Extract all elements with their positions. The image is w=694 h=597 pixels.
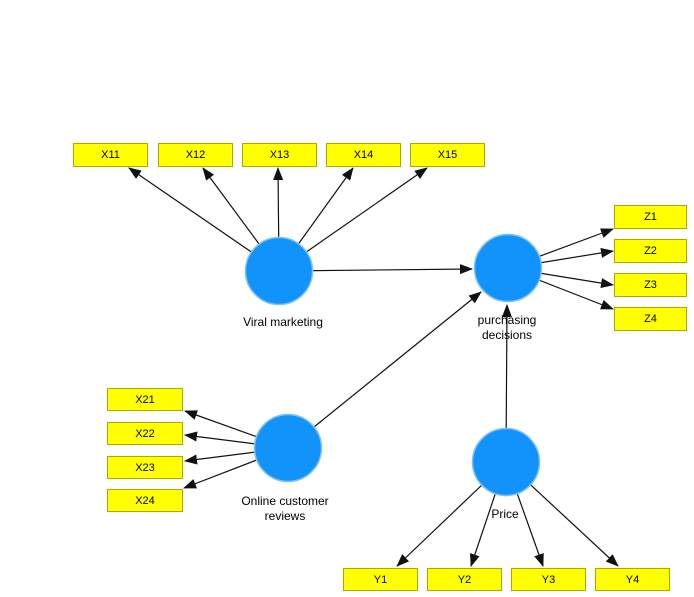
- purchasing-label-line2: decisions: [481, 328, 533, 342]
- indicator-z4[interactable]: Z4: [614, 307, 687, 331]
- indicator-x11[interactable]: X11: [73, 143, 148, 167]
- indicator-x23[interactable]: X23: [107, 456, 183, 479]
- indicator-x14[interactable]: X14: [326, 143, 401, 167]
- online-label-line1: Online customer: [241, 494, 329, 508]
- construct-price[interactable]: [471, 427, 541, 497]
- construct-purchasing-decisions[interactable]: [473, 233, 543, 303]
- indicator-y3[interactable]: Y3: [511, 568, 586, 591]
- indicator-x21[interactable]: X21: [107, 388, 183, 411]
- indicator-y4[interactable]: Y4: [595, 568, 670, 591]
- construct-label-price: Price: [491, 507, 519, 521]
- indicator-x13[interactable]: X13: [242, 143, 317, 167]
- indicator-z2[interactable]: Z2: [614, 239, 687, 263]
- purchasing-label-line1: purchasing: [477, 313, 537, 327]
- indicator-z1[interactable]: Z1: [614, 205, 687, 229]
- construct-viral-marketing[interactable]: [244, 236, 314, 306]
- construct-label-viral-marketing: Viral marketing: [243, 315, 323, 329]
- arrow-online-to-purchasing: [287, 291, 482, 449]
- online-label-line2: reviews: [264, 509, 306, 523]
- indicator-y1[interactable]: Y1: [343, 568, 418, 591]
- indicator-x15[interactable]: X15: [410, 143, 485, 167]
- indicator-x22[interactable]: X22: [107, 422, 183, 445]
- construct-online-customer-reviews[interactable]: [253, 413, 323, 483]
- indicator-x24[interactable]: X24: [107, 489, 183, 512]
- indicator-z3[interactable]: Z3: [614, 273, 687, 297]
- indicator-y2[interactable]: Y2: [427, 568, 502, 591]
- indicator-x12[interactable]: X12: [158, 143, 233, 167]
